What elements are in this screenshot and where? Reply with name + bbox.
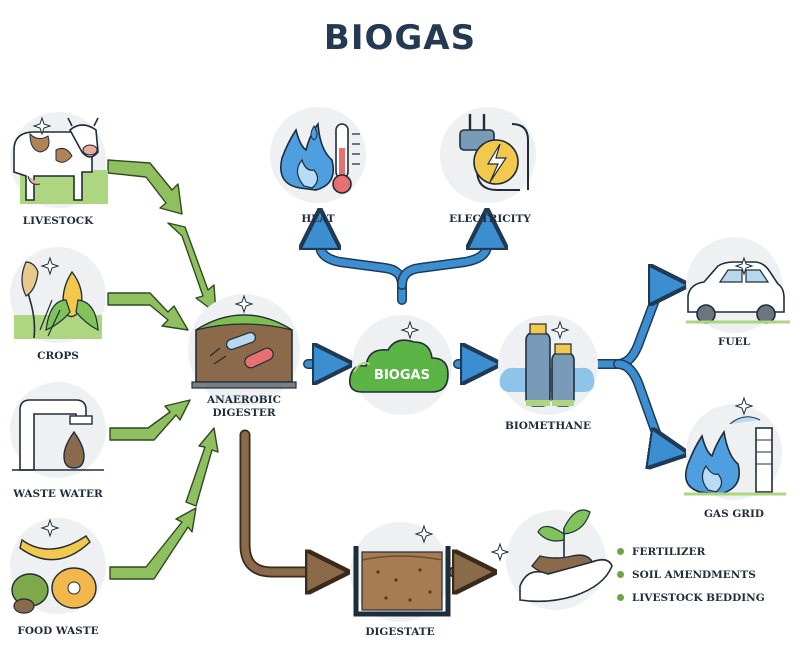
label-crops: CROPS bbox=[37, 350, 79, 362]
food-waste-icon bbox=[10, 518, 106, 614]
plant-in-hand-icon bbox=[506, 509, 613, 610]
livestock-icon bbox=[10, 112, 108, 208]
waste-water-icon bbox=[10, 382, 106, 478]
arrow-foodwaste-to-digester-2 bbox=[185, 427, 219, 507]
arrow-wastewater-to-digester bbox=[109, 399, 191, 441]
anaerobic-digester-icon bbox=[188, 294, 300, 406]
label-food-waste: FOOD WASTE bbox=[17, 625, 99, 637]
list-item: FERTILIZER bbox=[617, 540, 765, 563]
arrow-livestock-to-digester-2 bbox=[167, 222, 217, 314]
sparkles bbox=[32, 116, 754, 562]
arrow-livestock-to-digester bbox=[107, 159, 183, 215]
label-biogas-cloud: BIOGAS bbox=[374, 368, 430, 383]
green-arrows bbox=[107, 159, 219, 580]
bullet-dot bbox=[617, 594, 624, 601]
label-livestock: LIVESTOCK bbox=[22, 215, 94, 227]
list-item-label: FERTILIZER bbox=[632, 545, 706, 558]
label-heat: HEAT bbox=[301, 213, 335, 225]
list-item: SOIL AMENDMENTS bbox=[617, 563, 765, 586]
label-digestate: DIGESTATE bbox=[365, 626, 435, 638]
biogas-cloud-icon bbox=[348, 315, 452, 415]
label-digester-line2: DIGESTER bbox=[212, 407, 276, 419]
label-electricity: ELECTRICITY bbox=[449, 213, 531, 225]
crops-icon bbox=[10, 247, 106, 343]
list-item-label: LIVESTOCK BEDDING bbox=[632, 591, 765, 604]
biomethane-icon bbox=[498, 315, 598, 415]
arrow-digester-to-digestate bbox=[239, 429, 341, 578]
digestate-icon bbox=[350, 522, 451, 622]
electricity-icon bbox=[440, 107, 536, 203]
bullet-dot bbox=[617, 548, 624, 555]
digestate-uses-list: FERTILIZER SOIL AMENDMENTS LIVESTOCK BED… bbox=[617, 540, 765, 609]
arrow-crops-to-digester bbox=[107, 292, 189, 331]
gas-grid-icon bbox=[684, 404, 786, 500]
list-item-label: SOIL AMENDMENTS bbox=[632, 568, 756, 581]
brown-arrows bbox=[239, 429, 482, 578]
arrow-foodwaste-to-digester bbox=[109, 507, 197, 580]
label-biomethane: BIOMETHANE bbox=[504, 420, 592, 432]
page-title: BIOGAS bbox=[323, 18, 477, 58]
label-gas-grid: GAS GRID bbox=[703, 508, 765, 520]
label-digester-line1: ANAEROBIC bbox=[207, 394, 281, 406]
list-item: LIVESTOCK BEDDING bbox=[617, 586, 765, 609]
label-fuel: FUEL bbox=[718, 336, 750, 348]
car-fuel-icon bbox=[686, 237, 790, 333]
bullet-dot bbox=[617, 571, 624, 578]
heat-icon bbox=[270, 107, 366, 203]
arrow-biogas-to-electricity bbox=[397, 217, 492, 290]
blue-arrows bbox=[308, 222, 676, 452]
label-waste-water: WASTE WATER bbox=[13, 488, 103, 500]
